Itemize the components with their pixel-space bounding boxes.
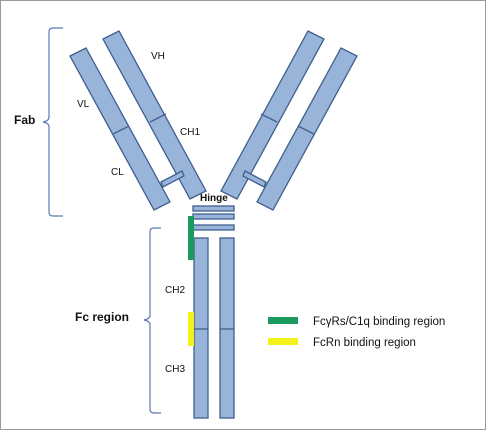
right-heavy-chain-fab: [220, 30, 325, 200]
label-ch3: CH3: [165, 364, 185, 375]
fcrn-binding-marker: [188, 312, 194, 346]
fc-left-chain: [193, 237, 209, 419]
fc-brace: [143, 227, 161, 414]
label-ch1: CH1: [180, 127, 200, 138]
right-light-chain-bar: [256, 47, 358, 211]
left-heavy-chain-bar: [102, 30, 207, 200]
legend: FcγRs/C1q binding region FcRn binding re…: [268, 316, 445, 349]
legend-label-fcgr: FcγRs/C1q binding region: [313, 316, 445, 328]
left-vl-cl-divider: [112, 125, 130, 135]
label-vl: VL: [77, 99, 90, 110]
label-cl: CL: [111, 167, 124, 178]
hinge-bar-2: [192, 213, 235, 220]
label-fab: Fab: [14, 113, 35, 127]
right-light-chain: [256, 47, 358, 211]
label-ch2: CH2: [165, 285, 185, 296]
right-arm-connector: [242, 170, 267, 188]
legend-swatch-fcrn: [268, 338, 298, 345]
left-vh-ch1-divider: [149, 113, 167, 123]
right-heavy-chain-bar: [220, 30, 325, 200]
left-light-chain: [69, 47, 171, 211]
label-fc-region: Fc region: [75, 310, 129, 324]
hinge-bar-1: [192, 205, 235, 212]
label-hinge: Hinge: [200, 193, 228, 204]
legend-swatch-fcgr: [268, 317, 298, 324]
right-vl-cl-divider: [297, 125, 315, 135]
fab-brace: [42, 27, 63, 217]
fc-right-bar: [219, 237, 235, 419]
fc-left-bar: [193, 237, 209, 419]
legend-label-fcrn: FcRn binding region: [313, 337, 416, 349]
left-arm-connector: [160, 170, 185, 188]
left-heavy-chain-fab: [102, 30, 207, 200]
label-vh: VH: [151, 51, 165, 62]
hinge-bar-3: [192, 224, 235, 231]
fc-right-chain: [219, 237, 235, 419]
fcgr-c1q-binding-marker: [188, 216, 194, 260]
right-vh-ch1-divider: [260, 113, 278, 123]
left-light-chain-bar: [69, 47, 171, 211]
